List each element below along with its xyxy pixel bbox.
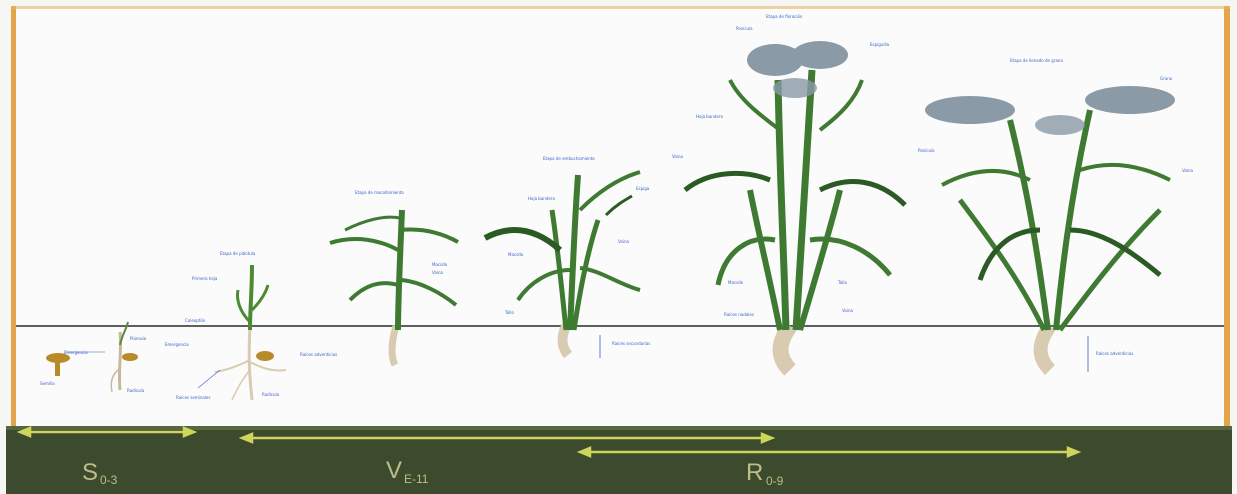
label-raices-secundarias: Raíces secundarias	[612, 341, 650, 346]
label-plumula: Plúmula	[130, 336, 147, 341]
label-macollo-3: Macollo	[728, 280, 744, 285]
label-vaina: Vaina	[432, 270, 444, 275]
label-vaina-5: Vaina	[1182, 168, 1194, 173]
label-raices-adv-2: Raíces adventicias	[1096, 351, 1133, 356]
stage-band	[6, 426, 1232, 494]
right-frame-bar	[1224, 6, 1230, 428]
label-vaina-3: Vaina	[672, 154, 684, 159]
stage-r-sub: 0-9	[766, 474, 784, 488]
stage-s-label: S	[82, 459, 98, 486]
label-coleoptilo: Coleoptilo	[185, 318, 206, 323]
label-hoja-bandera-2: Hoja bandera	[696, 114, 723, 119]
label-raices-nodales: Raíces nodales	[724, 312, 754, 317]
label-vaina-4: Vaina	[842, 308, 854, 313]
label-emergencia: Emergencia	[64, 350, 88, 355]
label-vaina-2: Vaina	[618, 239, 630, 244]
label-espiguilla: Espiguilla	[870, 42, 890, 47]
stage-r-label: R	[746, 459, 763, 486]
label-grano: Grano	[1160, 76, 1173, 81]
label-primera-hoja: Primera hoja	[192, 276, 218, 281]
label-semilla: Semilla	[40, 381, 55, 386]
label-plant4-title: Etapa de macollamiento	[355, 190, 404, 195]
label-hoja-bandera: Hoja bandera	[528, 196, 555, 201]
label-tallo: Tallo	[504, 310, 514, 315]
label-plant7-title: Etapa de llenado de grano	[1010, 58, 1063, 63]
stage-s-sub: 0-3	[100, 473, 118, 487]
label-raices-adv: Raíces adventicias	[300, 352, 337, 357]
label-panicula-2: Panícula	[918, 148, 935, 153]
label-radicula-2: Radícula	[262, 392, 280, 397]
stage-v-sub: E-11	[404, 472, 429, 486]
left-frame-bar	[11, 6, 16, 428]
top-frame-bar	[11, 6, 1230, 9]
label-radicula: Radícula	[127, 388, 145, 393]
label-emergencia-2: Emergencia	[165, 342, 189, 347]
label-plant6-title: Etapa de floración	[766, 14, 803, 19]
stage-v-label: V	[386, 457, 402, 484]
label-raices: Raíces seminales	[176, 395, 210, 400]
label-tallo-2: Tallo	[837, 280, 847, 285]
label-macollo: Macollo	[432, 262, 448, 267]
label-macollo-2: Macollo	[508, 252, 524, 257]
label-plant5-title: Etapa de embuchamiento	[543, 156, 595, 161]
label-espiga: Espiga	[636, 186, 650, 191]
label-panicula: Panícula	[736, 26, 753, 31]
label-plant3-title: Etapa de plántula	[220, 251, 256, 256]
